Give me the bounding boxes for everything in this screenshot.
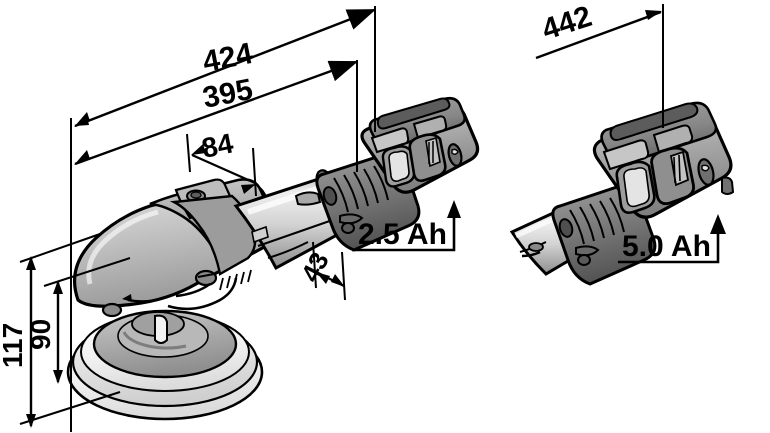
- right-battery-catch-highlight: [701, 164, 710, 172]
- leader-line-2-5ah: [352, 214, 456, 252]
- head-screw-slot: [197, 273, 215, 278]
- dim-arrowhead-395: [74, 150, 90, 165]
- head-seam: [175, 283, 211, 298]
- leader-line-5-0ah: [618, 230, 720, 264]
- dim-text-117: 117: [0, 323, 28, 368]
- head-bolt: [190, 191, 202, 199]
- dim-line-424: [74, 8, 377, 128]
- battery-cell-lines: [428, 141, 434, 164]
- right-grip-lock-button: [577, 254, 591, 266]
- polisher-left-view: [66, 96, 480, 421]
- grip-vent-slots: [333, 165, 389, 213]
- grip-thumb-pad: [322, 186, 338, 206]
- ext-leader-117-bottom: [19, 391, 121, 425]
- battery-catch-highlight: [451, 148, 459, 155]
- barrel-button: [294, 191, 322, 206]
- dim-arrowhead-117-top: [26, 256, 36, 270]
- ext-line-84-left: [186, 133, 191, 173]
- right-grip-thumb-pad: [558, 218, 574, 238]
- ext-leader-90-top: [43, 257, 131, 287]
- battery-indicator-left: [388, 150, 410, 182]
- label-battery-2-5ah: 2.5 Ah: [358, 218, 447, 251]
- spindle-lock-pin: [154, 314, 168, 344]
- right-battery-top-label: [609, 102, 699, 141]
- right-battery-indicator: [623, 167, 650, 208]
- dim-arrowhead-90-top: [53, 280, 63, 294]
- head-front-boss: [101, 302, 123, 318]
- right-battery-end-cap: [721, 176, 735, 195]
- battery-pack-2-5ah: [360, 96, 480, 194]
- ext-line-43-left: [312, 241, 317, 289]
- dim-text-90: 90: [25, 319, 56, 350]
- dim-arrowhead-84-left: [191, 144, 206, 155]
- label-battery-5-0ah: 5.0 Ah: [622, 230, 711, 263]
- pad-hub-shadow: [122, 331, 187, 350]
- backing-pad: [66, 309, 264, 421]
- right-barrel-lip: [521, 250, 541, 258]
- right-grip-vent-slots: [569, 197, 625, 245]
- barrel-detail-notch: [251, 225, 269, 244]
- right-barrel-port: [528, 242, 544, 252]
- ext-line-84-right: [252, 147, 257, 197]
- battery-top-label: [376, 97, 451, 130]
- dim-line-395: [74, 60, 359, 166]
- dim-line-84: [191, 153, 256, 185]
- grip-lock-button: [341, 222, 355, 234]
- dim-arrowhead-424: [74, 112, 90, 127]
- leader-arrow-2-5ah: [447, 200, 461, 218]
- dimension-annotations: [19, 4, 726, 432]
- right-battery-rail-right: [652, 124, 694, 154]
- battery-pack-5-0ah: [592, 101, 735, 219]
- battery-rail-right: [412, 115, 448, 140]
- right-battery-cell-lines: [673, 154, 681, 184]
- dim-arrowhead-442: [645, 10, 662, 20]
- head-skirt: [167, 277, 238, 311]
- dim-arrowhead-43-right: [331, 274, 345, 287]
- rotation-arrow-icon: [122, 294, 132, 302]
- dim-text-84: 84: [199, 127, 236, 163]
- head-screw-boss: [194, 269, 218, 287]
- ext-line-43-right: [341, 251, 346, 301]
- leader-arrow-5-0ah: [710, 214, 726, 234]
- battery-rail-left: [370, 127, 410, 154]
- dim-arrowhead-43-left: [316, 272, 330, 284]
- dim-arrowhead-90-bottom: [53, 370, 63, 384]
- dim-line-442: [535, 10, 662, 60]
- polisher-right-view: [509, 101, 735, 286]
- barrel-lower-seam: [267, 241, 309, 259]
- ext-leader-117-top: [19, 233, 101, 263]
- right-battery-rail-left: [602, 139, 650, 171]
- dim-arrowhead-84-right: [241, 184, 256, 194]
